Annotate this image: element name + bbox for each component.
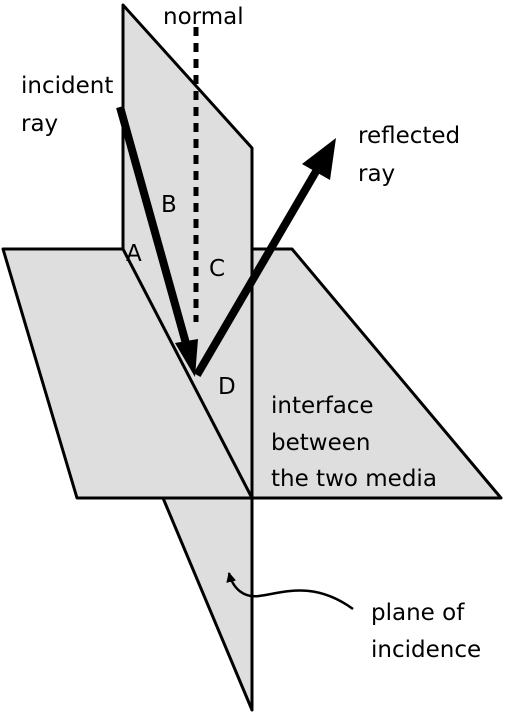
point-c-label: C [209, 256, 225, 282]
interface-label-line1: interface [271, 393, 374, 419]
reflected-ray-arrowhead [302, 138, 336, 180]
reflected-ray-label-line1: reflected [358, 123, 460, 149]
point-b-label: B [161, 192, 177, 218]
incident-ray-label-line2: ray [21, 111, 58, 137]
plane-of-incidence-lower [161, 496, 254, 712]
interface-label-line2: between [271, 430, 370, 456]
plane-of-incidence-label-line1: plane of [371, 600, 465, 626]
point-d-label: D [218, 374, 236, 400]
normal-label: normal [163, 4, 244, 30]
plane-of-incidence-label-line2: incidence [371, 637, 481, 663]
reflected-ray [193, 165, 322, 378]
incident-ray [116, 105, 191, 349]
incident-ray-label-line1: incident [21, 73, 113, 99]
point-a-label: A [126, 241, 142, 267]
reflected-ray-label-line2: ray [358, 161, 395, 187]
interface-label-line3: the two media [271, 466, 437, 492]
plane-of-incidence-upper [121, 3, 254, 500]
incident-ray-arrowhead [175, 339, 198, 377]
plane-pointer-arrow [226, 572, 354, 611]
